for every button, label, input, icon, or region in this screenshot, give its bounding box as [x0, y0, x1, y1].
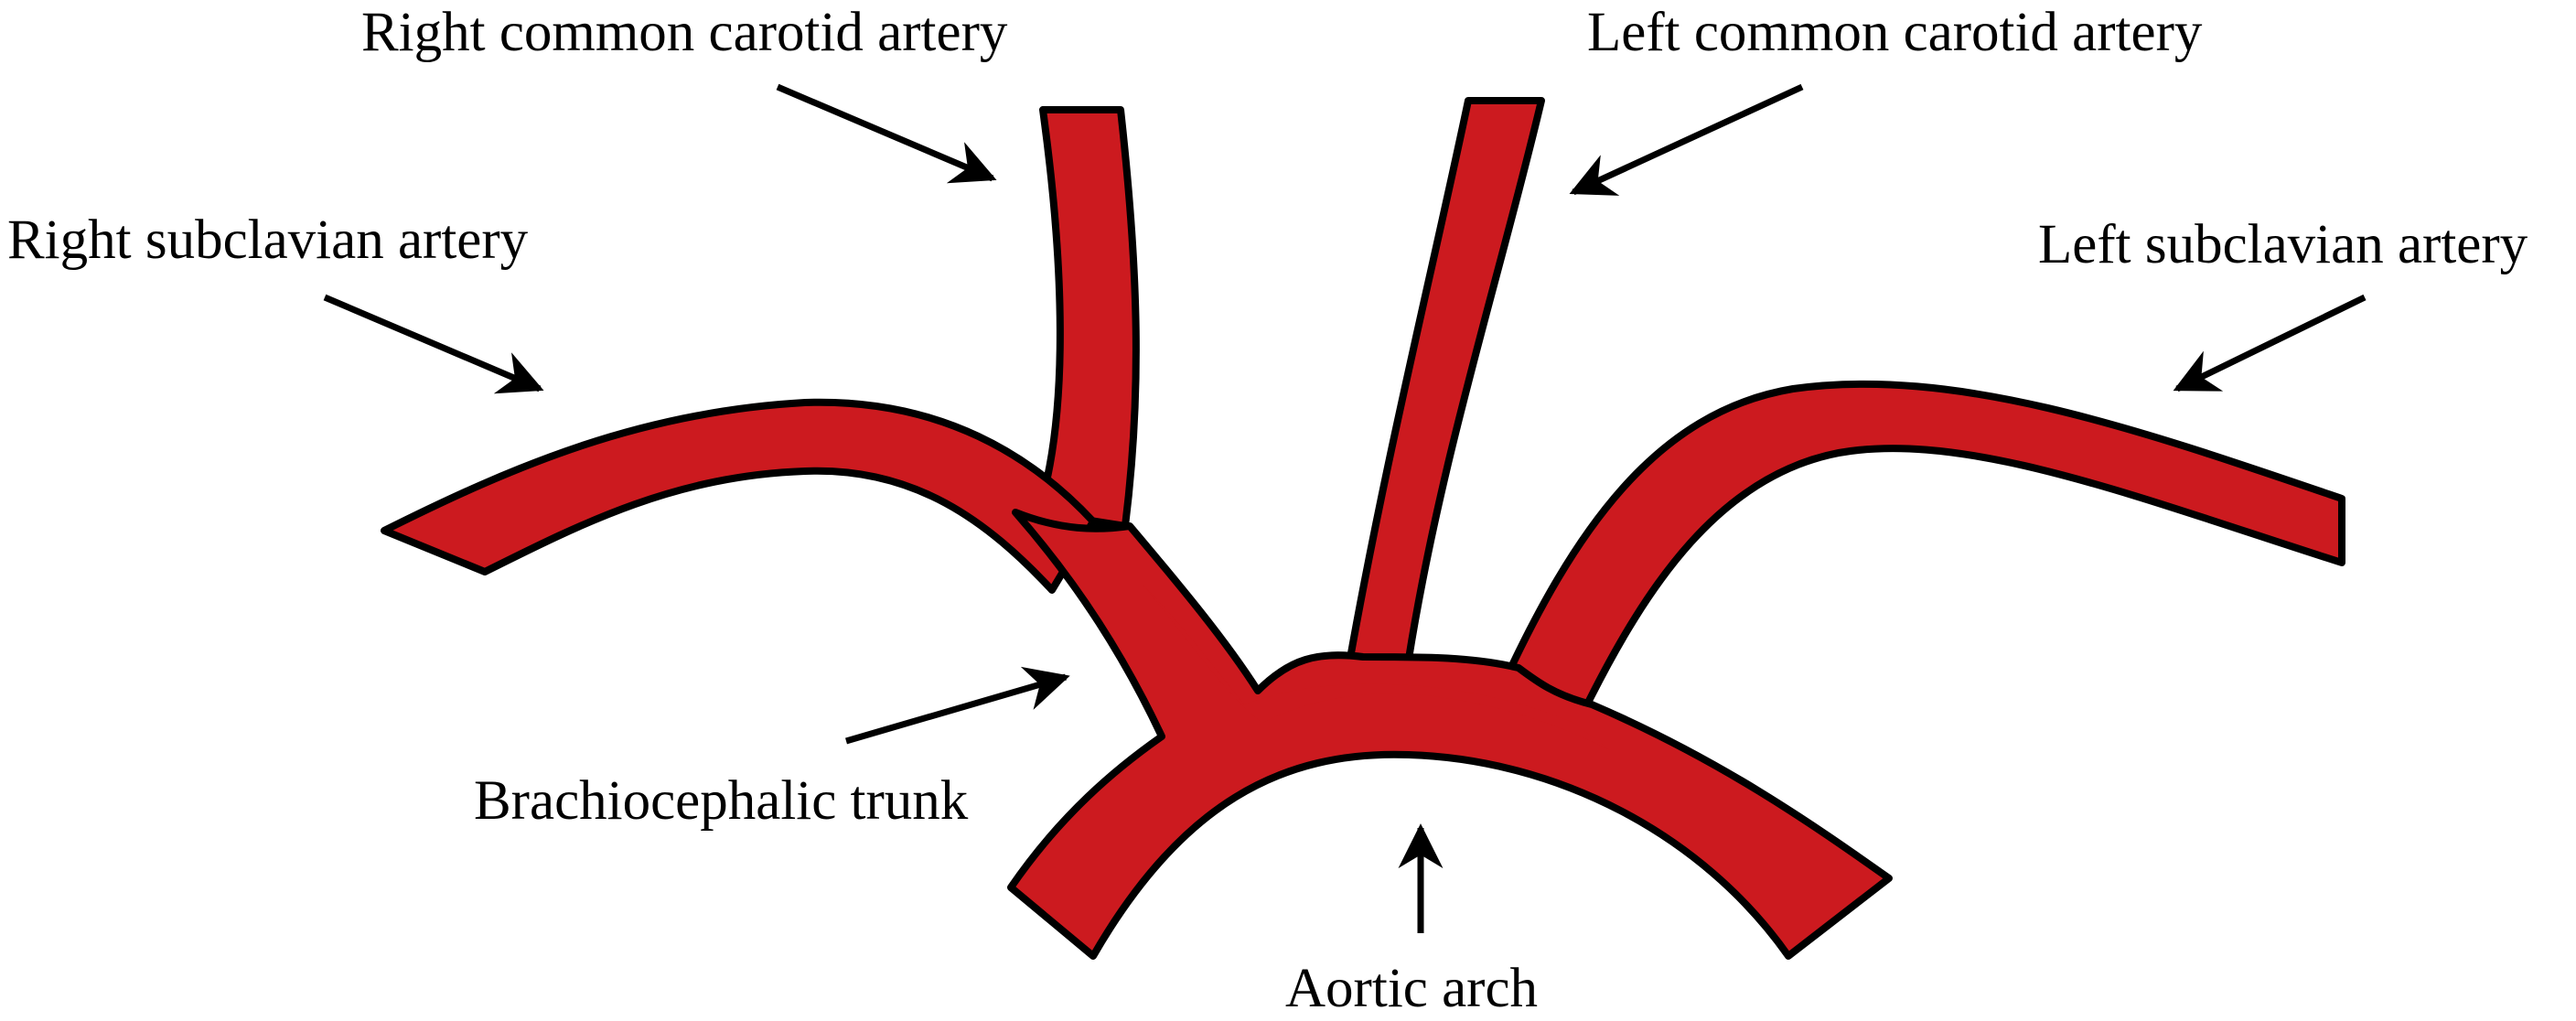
left-subclavian-arrow [2173, 294, 2367, 392]
right-common-carotid-label: Right common carotid artery [361, 2, 1008, 63]
right-common-carotid-arrow [776, 83, 997, 184]
left-common-carotid-label: Left common carotid artery [1587, 2, 2203, 63]
right-subclavian-artery-shape [381, 398, 1097, 594]
right-subclavian-label: Right subclavian artery [7, 210, 529, 271]
arrow-group [323, 83, 2367, 933]
left-subclavian-artery-shape [1497, 380, 2345, 708]
right-common-carotid-artery-shape [1035, 106, 1140, 530]
aortic-arch-label: Aortic arch [1285, 958, 1538, 1019]
right-subclavian-arrow [323, 294, 544, 394]
arch-join-fill [1143, 586, 1610, 750]
left-common-carotid-artery-shape [1346, 97, 1545, 667]
brachiocephalic-trunk-arrow [845, 666, 1070, 745]
label-group: Right common carotid artery Left common … [7, 2, 2528, 1019]
vessel-group [381, 97, 2345, 960]
aortic-arch-shape [1007, 509, 1893, 960]
left-common-carotid-arrow [1569, 83, 1804, 196]
brachiocephalic-trunk-label: Brachiocephalic trunk [474, 770, 969, 832]
left-subclavian-label: Left subclavian artery [2038, 214, 2528, 275]
